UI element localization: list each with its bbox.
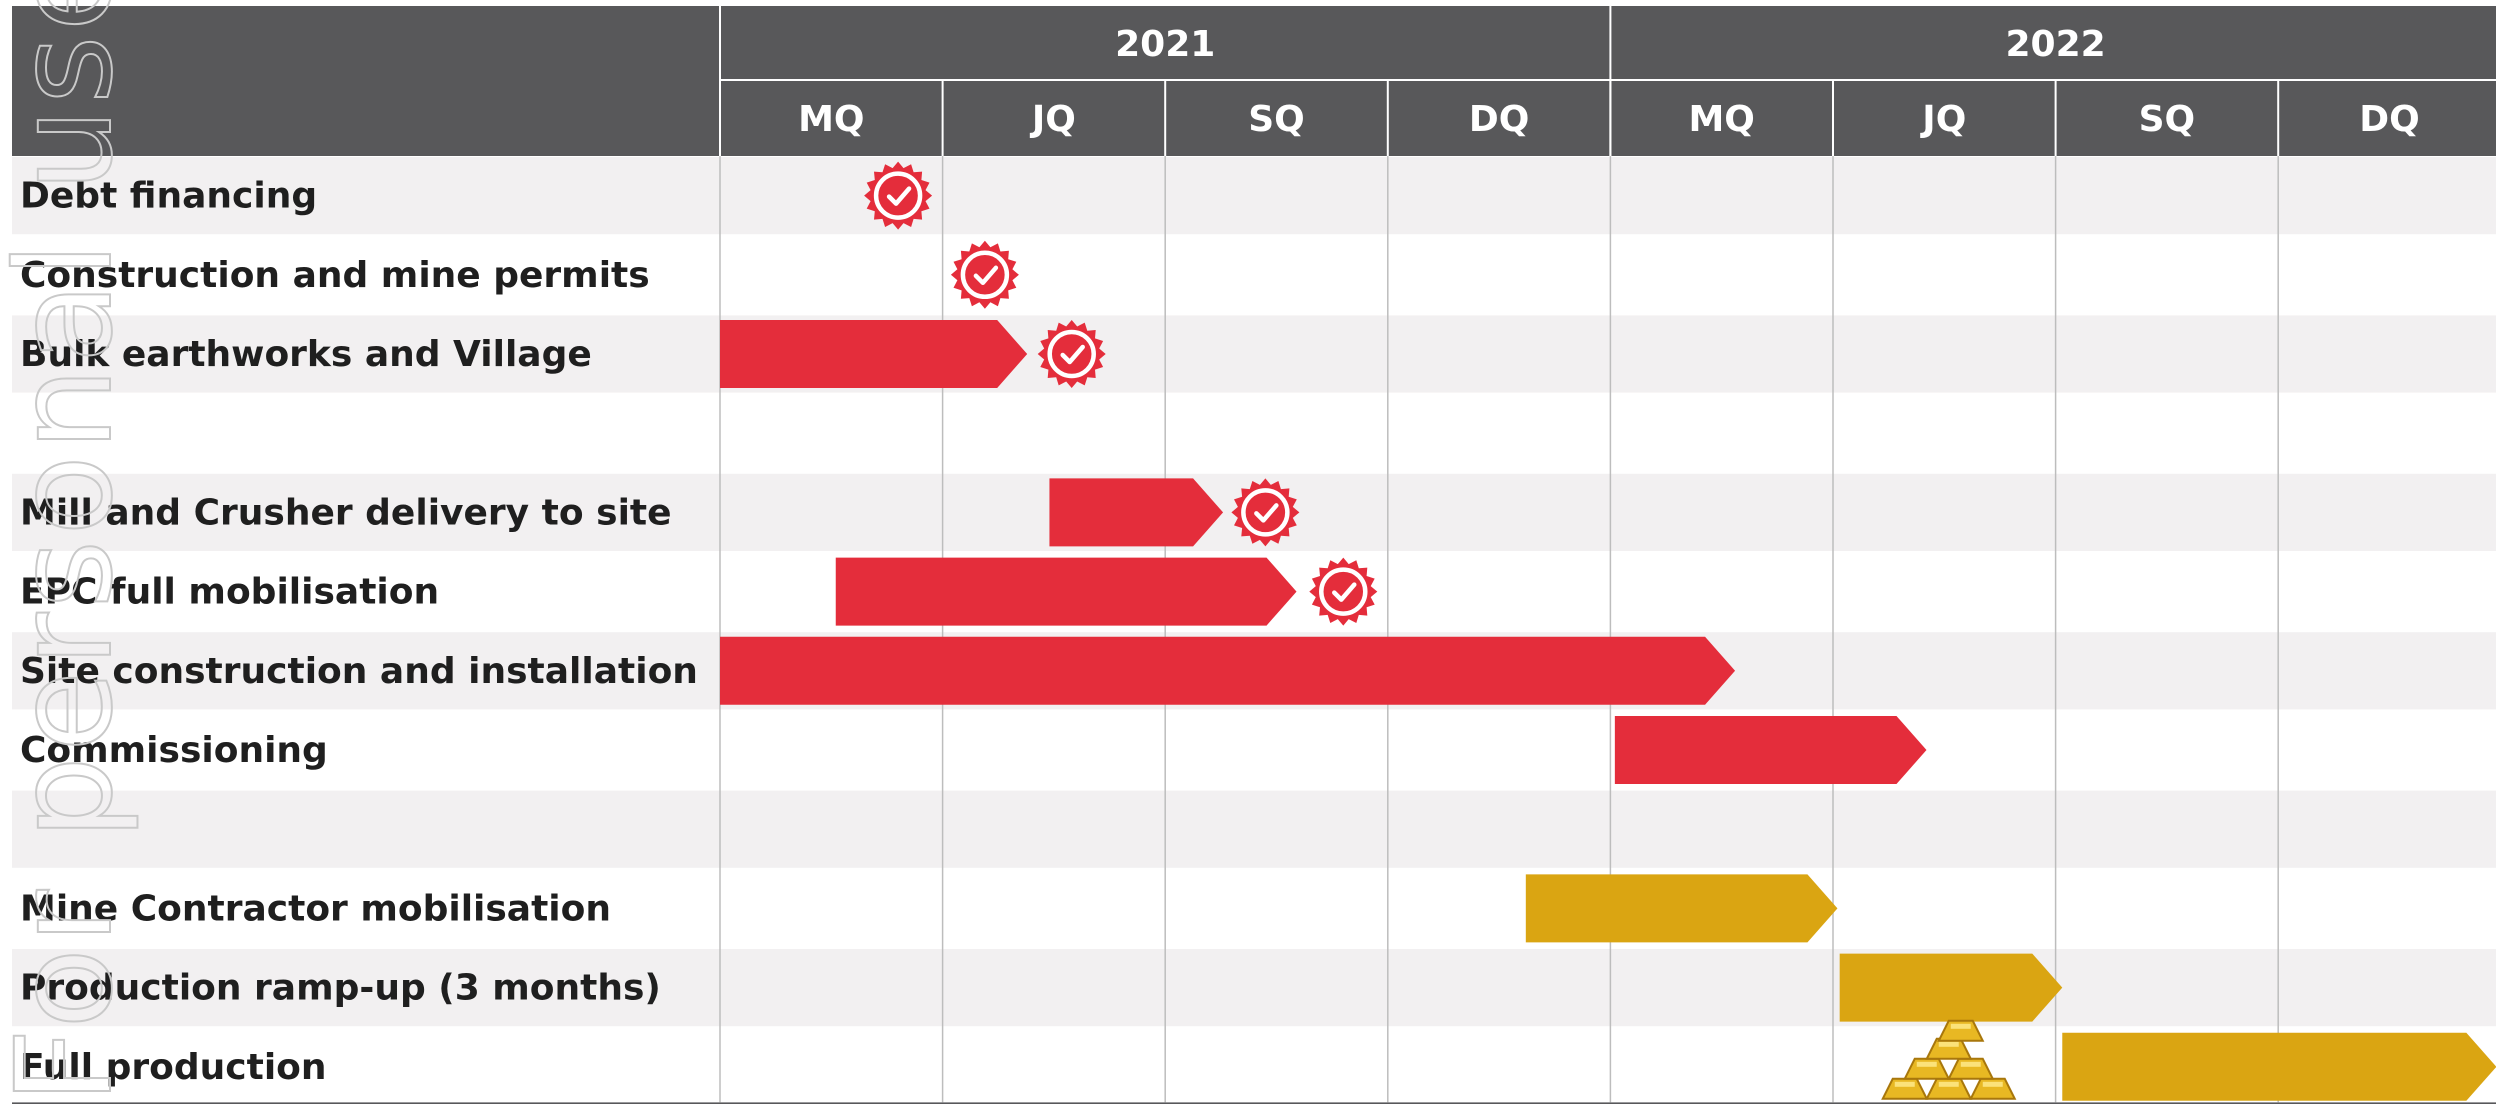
quarter-label: DQ: [2359, 99, 2420, 140]
watermark-text: For personal use only: [0, 0, 142, 1104]
task-bars: [720, 320, 2496, 1101]
badge-ring: [1241, 488, 1290, 537]
gold-ingot-shine: [1938, 1081, 1959, 1087]
gold-task-bar: [1525, 874, 1838, 943]
task-label: Construction and mine permits: [20, 255, 650, 296]
quarter-label: JQ: [1919, 99, 1966, 140]
red-task-bar: [835, 557, 1297, 626]
milestone-icons: [864, 161, 2017, 1100]
row-band: [12, 949, 2496, 1027]
gold-task-bar: [1839, 953, 2063, 1022]
gold-ingot-shine: [1894, 1081, 1915, 1087]
row-band: [12, 869, 2496, 947]
row-band: [12, 394, 2496, 472]
row-band: [12, 790, 2496, 868]
badge-core: [967, 257, 1002, 292]
gold-ingot: [1947, 1057, 1995, 1080]
red-task-bar: [720, 320, 1028, 388]
badge-check: [1254, 503, 1279, 523]
badge-check: [1060, 344, 1085, 365]
row-band: [12, 711, 2496, 789]
gold-ingot-shine: [1960, 1061, 1981, 1067]
badge-core: [1326, 574, 1361, 609]
quarter-label: MQ: [798, 99, 864, 140]
quarter-label: MQ: [1688, 99, 1754, 140]
badge-check: [886, 186, 912, 206]
watermark: For personal use only: [0, 0, 143, 1105]
badge-check: [973, 265, 999, 286]
check-badge-icon: [1309, 557, 1378, 626]
badge-core: [1054, 337, 1089, 371]
badge-check: [1332, 582, 1357, 602]
gold-task-bar: [2062, 1032, 2496, 1101]
check-badge-icon: [1037, 320, 1106, 388]
quarter-label: SQ: [1248, 99, 1305, 140]
gold-ingot-shine: [1916, 1061, 1937, 1067]
badge-ring: [1319, 567, 1368, 616]
check-badge-icon: [864, 161, 933, 230]
gold-ingot: [1969, 1077, 2017, 1100]
task-label: Bulk earthworks and Village: [20, 334, 592, 375]
quarter-label: JQ: [1029, 99, 1076, 140]
task-label: Production ramp-up (3 months): [20, 968, 661, 1009]
task-label: Mine Contractor mobilisation: [20, 888, 611, 929]
grid-lines: [719, 156, 2279, 1103]
red-task-bar: [720, 636, 1736, 705]
gold-ingot-shine: [1950, 1023, 1971, 1029]
task-label: EPC full mobilisation: [20, 572, 439, 613]
gold-ingot-shine: [1938, 1041, 1959, 1047]
badge-ring: [873, 171, 923, 220]
row-band: [12, 236, 2496, 314]
task-label: Debt financing: [20, 176, 317, 217]
badge-ring: [960, 250, 1010, 300]
red-task-bar: [1049, 478, 1224, 547]
badge-core: [1248, 495, 1283, 530]
gold-ingot: [1937, 1019, 1985, 1042]
row-bands: [12, 157, 2496, 1108]
quarter-label: DQ: [1469, 99, 1530, 140]
row-band: [12, 157, 2496, 235]
gold-bars-icon: [1881, 1019, 2017, 1100]
check-badge-icon: [1231, 478, 1300, 547]
gold-ingot-shine: [1982, 1081, 2003, 1087]
check-badge-icon: [950, 240, 1019, 309]
task-label: Site construction and installation: [20, 651, 698, 692]
row-band: [12, 315, 2496, 393]
quarter-label: SQ: [2139, 99, 2196, 140]
task-label: Commissioning: [20, 730, 328, 771]
red-task-bar: [1614, 716, 1927, 784]
year-label: 2022: [2005, 24, 2105, 65]
badge-core: [881, 178, 916, 213]
task-label: Mill and Crusher delivery to site: [20, 492, 672, 533]
task-label: Full production: [20, 1047, 327, 1088]
badge-ring: [1047, 329, 1096, 379]
year-label: 2021: [1115, 24, 1215, 65]
